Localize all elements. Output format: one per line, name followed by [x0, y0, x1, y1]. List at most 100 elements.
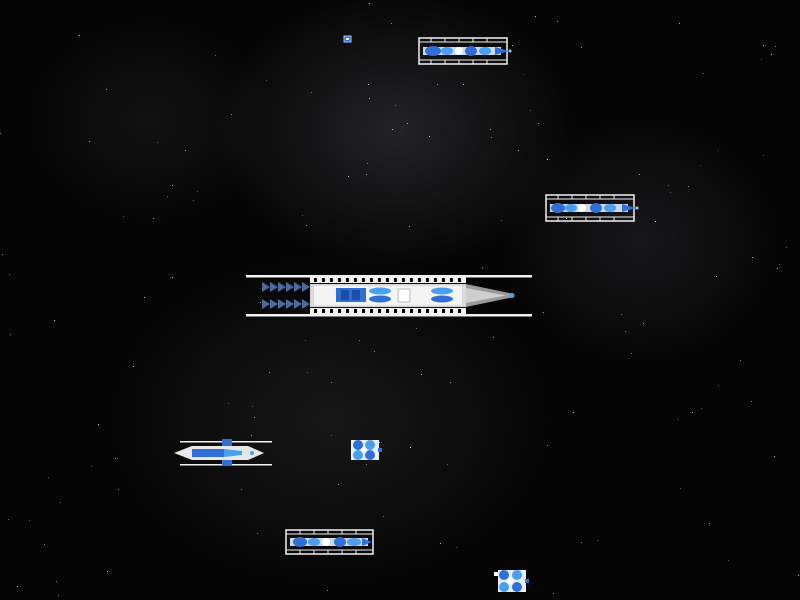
star	[625, 331, 626, 332]
star	[254, 417, 255, 418]
star	[9, 274, 10, 275]
star	[407, 123, 408, 124]
star	[0, 133, 1, 134]
star	[266, 80, 267, 81]
frigate-right[interactable]	[544, 193, 640, 223]
star	[771, 54, 772, 55]
pod-cluster-bottom-right[interactable]	[492, 566, 532, 596]
star	[643, 323, 644, 324]
star	[302, 215, 303, 216]
star	[29, 520, 30, 521]
star	[348, 176, 349, 177]
star	[44, 544, 45, 545]
star	[718, 385, 719, 386]
capital-carrier[interactable]	[244, 272, 534, 320]
star	[10, 334, 11, 335]
star	[535, 16, 536, 17]
star	[429, 136, 430, 137]
star	[338, 484, 339, 485]
star	[331, 382, 332, 383]
interceptor[interactable]	[172, 436, 276, 470]
star	[359, 340, 360, 341]
star	[228, 403, 229, 404]
star	[740, 360, 741, 361]
star	[58, 595, 59, 596]
star	[133, 366, 134, 367]
star	[786, 247, 787, 248]
star	[416, 328, 417, 329]
star	[167, 196, 168, 197]
star	[538, 123, 539, 124]
star	[215, 55, 216, 56]
star	[305, 340, 306, 341]
star	[123, 216, 124, 217]
star	[157, 142, 158, 143]
star	[331, 435, 332, 436]
star	[107, 571, 108, 572]
star	[392, 129, 393, 130]
star	[98, 424, 99, 425]
star	[369, 98, 370, 99]
star	[491, 137, 492, 138]
star	[677, 419, 678, 420]
star	[106, 89, 107, 90]
star	[252, 406, 253, 407]
frigate-top[interactable]	[417, 36, 513, 66]
star	[144, 297, 145, 298]
star	[197, 191, 198, 192]
star	[701, 408, 702, 409]
star	[553, 593, 554, 594]
star	[172, 185, 173, 186]
pod-cluster-center[interactable]	[348, 436, 384, 464]
star	[716, 276, 717, 277]
star	[17, 586, 18, 587]
star	[241, 489, 242, 490]
star	[91, 466, 92, 467]
star	[379, 442, 380, 443]
frigate-bottom[interactable]	[284, 528, 376, 556]
star	[172, 277, 173, 278]
star	[547, 159, 548, 160]
star	[89, 141, 90, 142]
probe-drone[interactable]	[342, 34, 354, 44]
star	[231, 114, 232, 115]
star	[2, 254, 3, 255]
star	[680, 488, 681, 489]
star	[307, 372, 308, 373]
star	[547, 445, 548, 446]
star	[409, 226, 410, 227]
star	[631, 353, 632, 354]
star	[450, 382, 451, 383]
star	[395, 105, 396, 106]
star	[566, 218, 567, 219]
star	[490, 129, 491, 130]
star	[185, 150, 186, 151]
star	[482, 267, 483, 268]
star	[779, 264, 780, 265]
star	[597, 540, 598, 541]
star	[437, 84, 438, 85]
star	[447, 464, 448, 465]
star	[48, 477, 49, 478]
star	[421, 374, 422, 375]
star	[692, 412, 693, 413]
star	[655, 221, 656, 222]
star	[440, 543, 441, 544]
star	[709, 523, 710, 524]
star	[763, 45, 764, 46]
star	[700, 165, 701, 166]
star	[775, 46, 776, 47]
star	[688, 186, 689, 187]
star	[751, 401, 752, 402]
star	[512, 45, 513, 46]
star	[493, 337, 494, 338]
star	[717, 150, 718, 151]
star	[79, 35, 80, 36]
star	[670, 192, 671, 193]
star	[251, 435, 252, 436]
star	[260, 302, 261, 303]
star	[703, 73, 704, 74]
star	[327, 590, 328, 591]
star	[257, 533, 258, 534]
